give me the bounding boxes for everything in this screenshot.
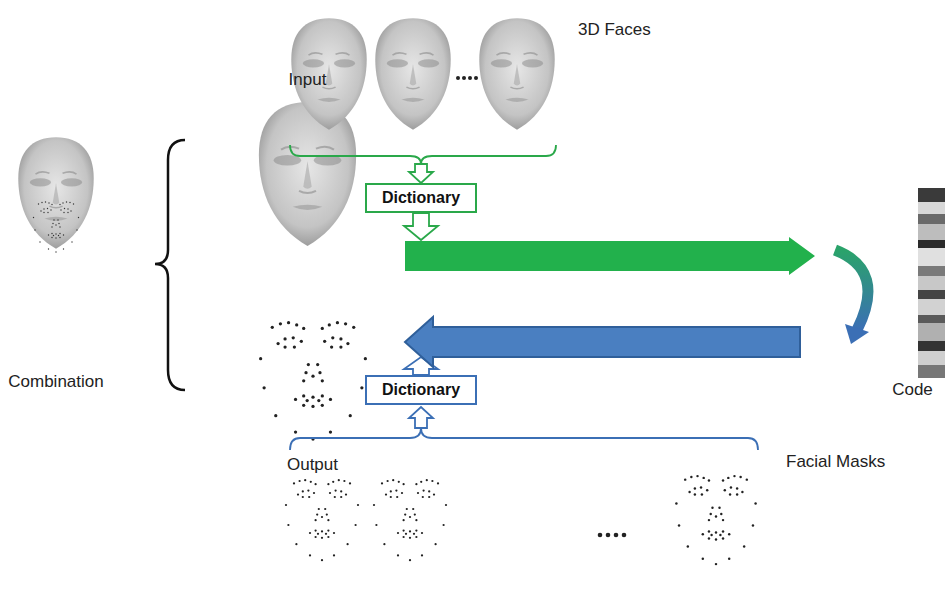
- hollow-arrow: [404, 213, 438, 240]
- bracket: [290, 145, 556, 164]
- node-label: Output: [287, 455, 338, 475]
- box-label: Dictionary: [382, 381, 460, 399]
- bracket: [290, 428, 758, 450]
- face-mesh: [259, 102, 356, 246]
- node-label: Input: [289, 70, 327, 90]
- dictionary-box: Dictionary: [365, 375, 477, 405]
- landmark-dots: [285, 479, 359, 561]
- ellipsis: [598, 533, 627, 538]
- landmark-dots: [33, 201, 79, 252]
- landmark-dots: [373, 479, 447, 561]
- flow-arrow: [405, 237, 815, 275]
- hollow-arrow: [409, 164, 433, 183]
- node-label: Code: [892, 380, 933, 400]
- group-label: 3D Faces: [578, 20, 651, 40]
- code-vector: Code: [880, 188, 945, 400]
- flow-arrow: [405, 250, 869, 367]
- figure-label: Combination: [8, 372, 103, 392]
- face-mesh: [18, 137, 93, 249]
- output-mask: Output: [250, 315, 375, 475]
- ellipsis: [456, 76, 478, 80]
- dictionary-box: Dictionary: [365, 183, 477, 213]
- face-mesh: [375, 18, 450, 130]
- input-face: Input: [245, 70, 370, 248]
- box-label: Dictionary: [382, 189, 460, 207]
- group-label: Facial Masks: [786, 452, 885, 472]
- landmark-dots: [259, 321, 367, 441]
- code-vector: [918, 188, 945, 378]
- hollow-arrow: [409, 407, 433, 428]
- brace: [155, 140, 185, 390]
- face-mesh: [479, 18, 554, 130]
- landmark-dots: [675, 475, 757, 565]
